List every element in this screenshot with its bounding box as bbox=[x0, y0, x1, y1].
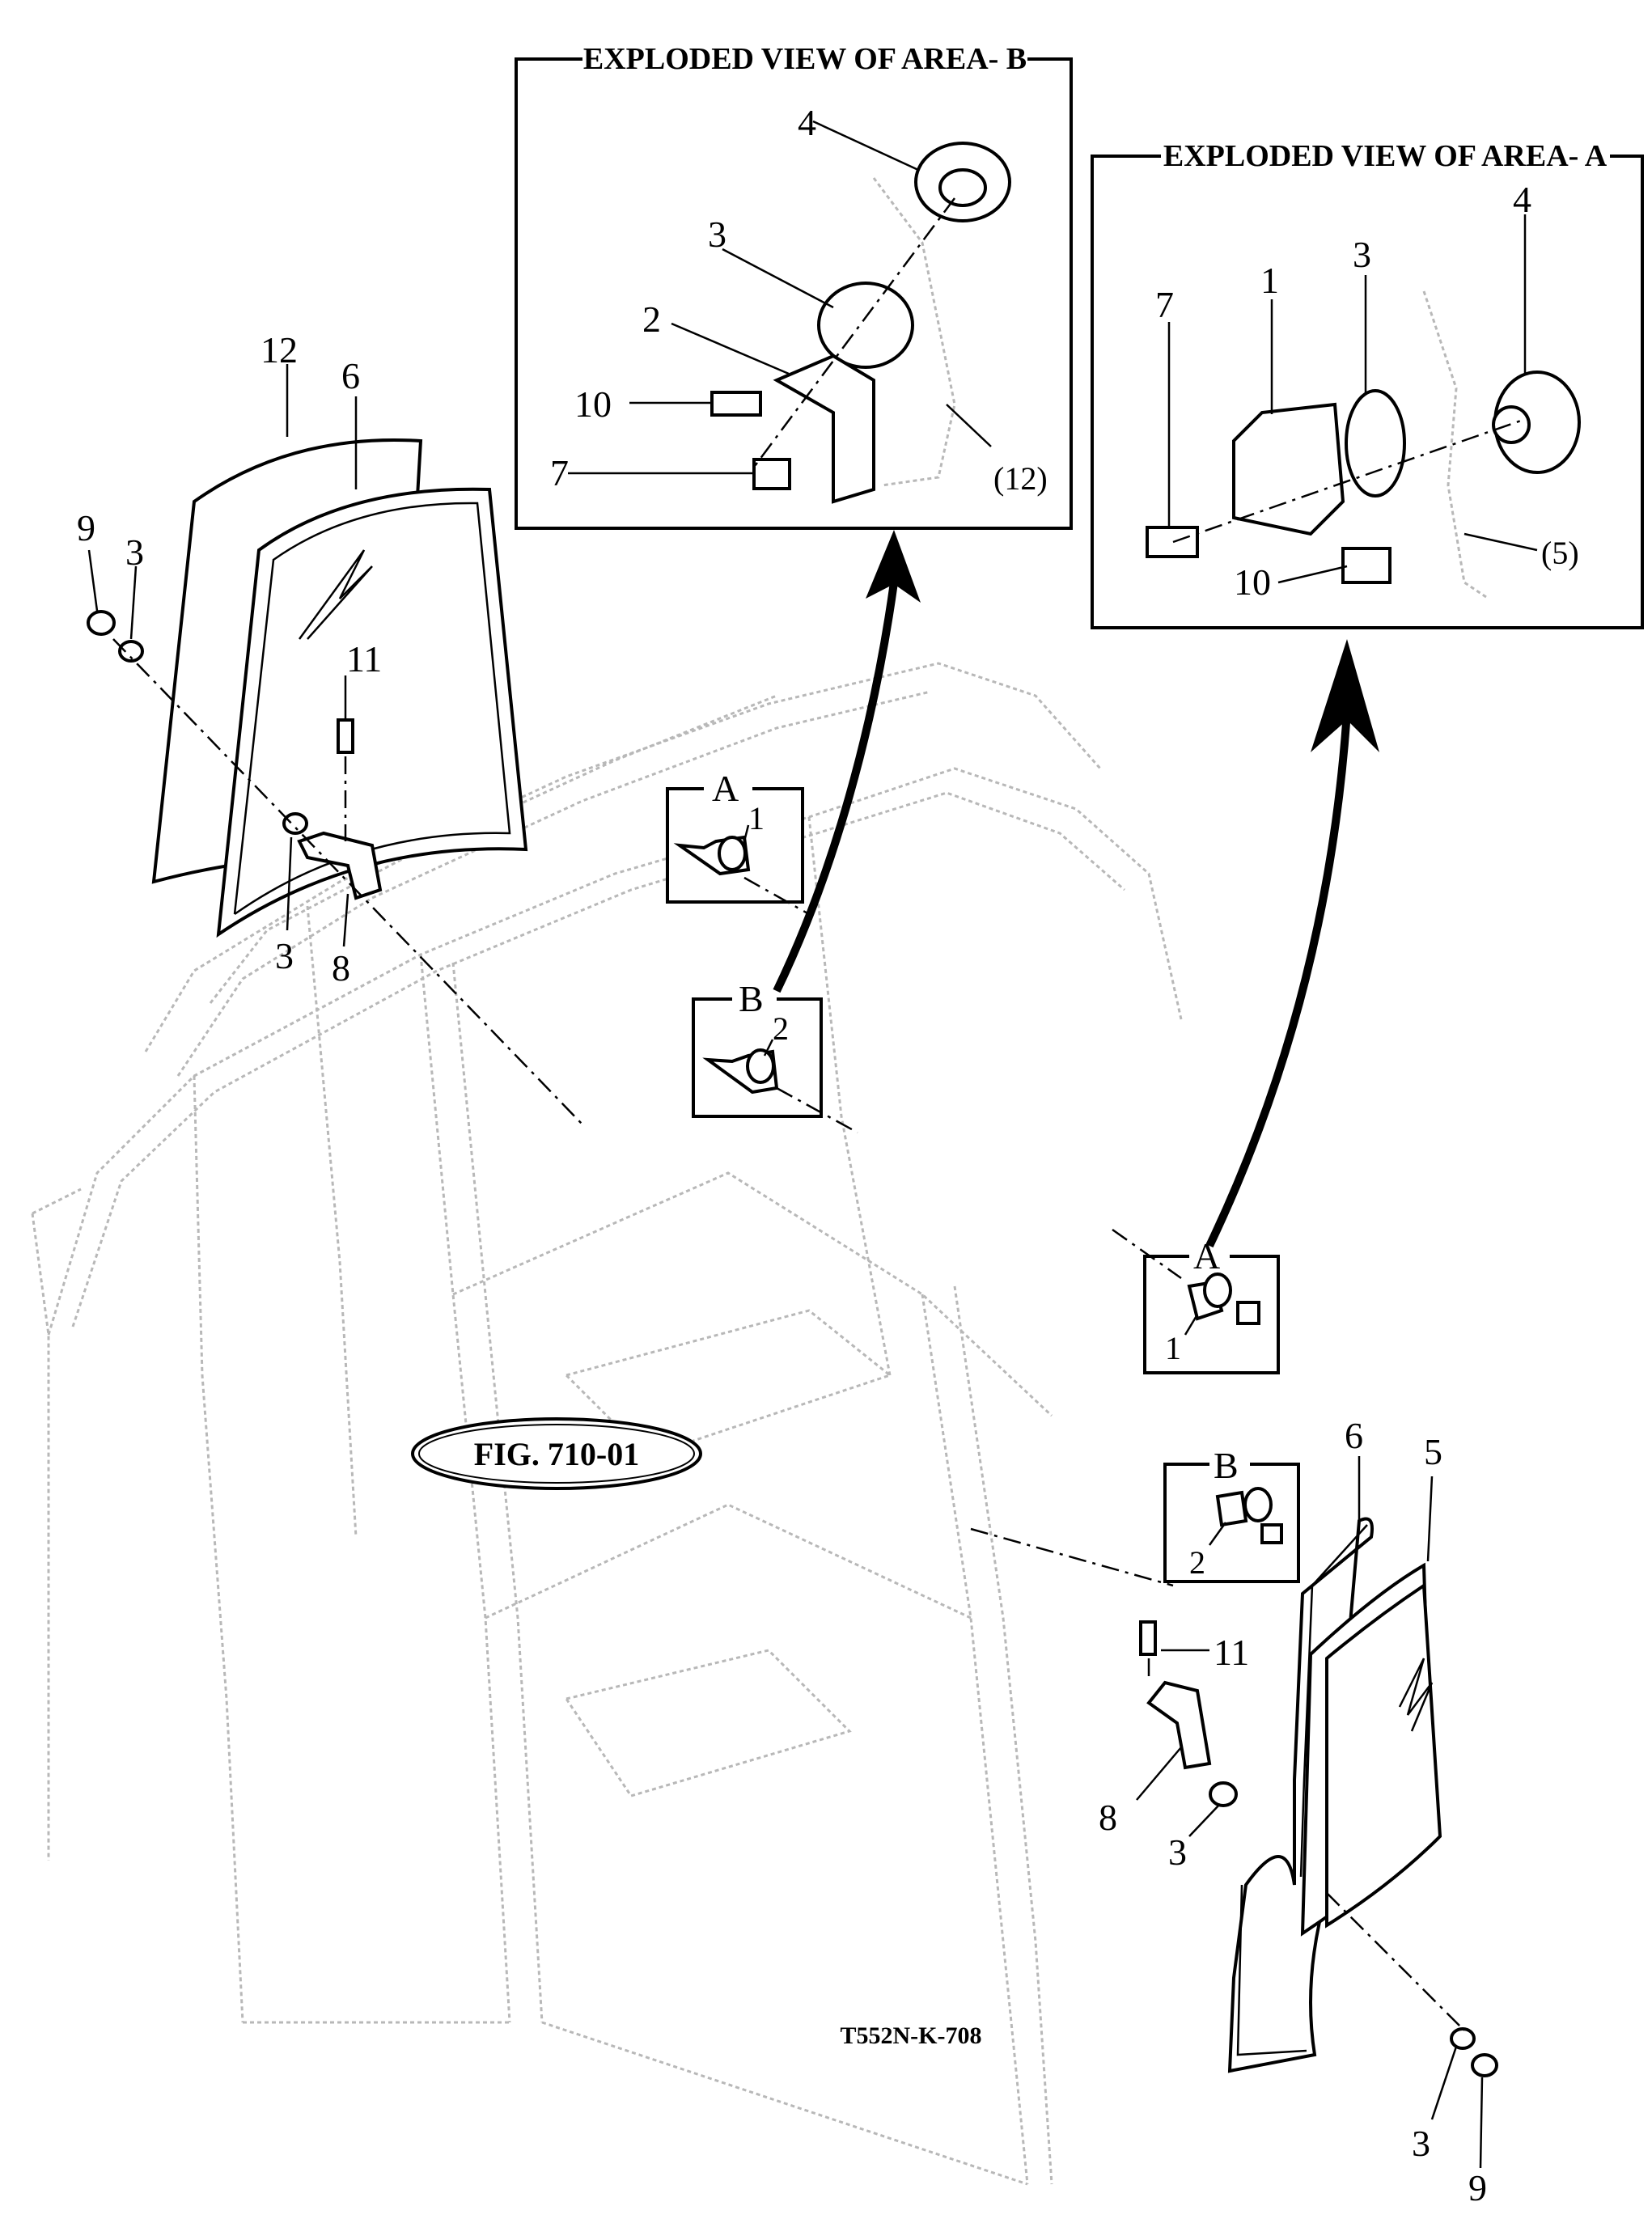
area-a-axis bbox=[1172, 419, 1522, 544]
area-b-frame bbox=[515, 57, 1073, 530]
label-right-8: 8 bbox=[1099, 1797, 1117, 1838]
inset-a-right-label: A bbox=[1193, 1235, 1220, 1277]
bracket-part-2 bbox=[773, 354, 875, 504]
arrow-to-area-a bbox=[1205, 639, 1379, 1248]
label-a-3: 3 bbox=[1353, 234, 1371, 275]
washer-part-3 bbox=[1345, 389, 1406, 498]
label-a-7: 7 bbox=[1155, 284, 1174, 325]
label-right-11: 11 bbox=[1214, 1632, 1249, 1673]
right-nut-part-9 bbox=[1471, 2053, 1498, 2077]
label-left-3-lower: 3 bbox=[275, 935, 294, 976]
label-a-5: (5) bbox=[1541, 535, 1579, 571]
left-mount-axis bbox=[112, 638, 583, 1125]
label-b-2: 2 bbox=[642, 299, 661, 340]
label-right-5: 5 bbox=[1424, 1431, 1442, 1472]
area-b-title-bg bbox=[582, 36, 1027, 82]
inset-b-right-part-2: 2 bbox=[1189, 1544, 1205, 1581]
label-b-7: 7 bbox=[550, 452, 569, 493]
inset-b-label: B bbox=[739, 978, 764, 1019]
bolt-part-10 bbox=[710, 391, 762, 417]
label-left-6: 6 bbox=[341, 355, 360, 396]
arrow-head-a bbox=[1311, 639, 1379, 752]
right-washer-lower-part-3 bbox=[1450, 2027, 1476, 2050]
label-a-4: 4 bbox=[1513, 179, 1531, 220]
label-left-8: 8 bbox=[332, 947, 350, 989]
label-right-3-upper: 3 bbox=[1168, 1831, 1187, 1873]
right-window-assembly: 6 5 11 8 3 3 9 bbox=[1099, 1415, 1498, 2208]
left-washer-lower-part-3 bbox=[282, 812, 308, 835]
label-left-12: 12 bbox=[261, 329, 298, 371]
label-left-9: 9 bbox=[77, 507, 95, 548]
label-a-10: 10 bbox=[1234, 561, 1271, 603]
arrow-head-b bbox=[866, 530, 921, 603]
inset-b-right-label: B bbox=[1214, 1445, 1239, 1486]
bolt-part-7 bbox=[752, 458, 791, 490]
inset-area-a-right: A 1 bbox=[1112, 1228, 1280, 1374]
area-b-axis bbox=[751, 197, 956, 470]
exploded-view-area-b: EXPLODED VIEW OF AREA- B 4 3 2 10 7 (12) bbox=[515, 36, 1073, 530]
label-b-3: 3 bbox=[708, 214, 726, 255]
right-hinge-part-8 bbox=[1146, 1680, 1212, 1770]
label-left-3-upper: 3 bbox=[125, 531, 144, 573]
figure-reference: FIG. 710-01 bbox=[411, 1417, 702, 1490]
bolt-part-10 bbox=[1341, 547, 1391, 584]
inset-a-part-1: 1 bbox=[748, 800, 765, 836]
inset-area-a-left: A 1 bbox=[666, 768, 810, 916]
left-nut-part-9 bbox=[87, 610, 116, 636]
label-b-12: (12) bbox=[993, 460, 1048, 497]
glass-lightning-mark bbox=[298, 549, 373, 640]
area-b-title: EXPLODED VIEW OF AREA- B bbox=[583, 42, 1027, 76]
inset-a-label: A bbox=[712, 768, 739, 809]
inset-b-part-2: 2 bbox=[773, 1010, 789, 1047]
label-right-9: 9 bbox=[1468, 2167, 1487, 2208]
inset-area-b-right: B 2 bbox=[970, 1445, 1300, 1587]
label-a-1: 1 bbox=[1260, 260, 1279, 301]
exploded-view-area-a: EXPLODED VIEW OF AREA- A 7 1 3 4 10 (5) bbox=[1091, 133, 1644, 629]
arrow-to-area-b bbox=[773, 530, 921, 993]
left-washer-upper-part-3 bbox=[118, 640, 144, 663]
label-b-10: 10 bbox=[574, 383, 612, 425]
label-right-3-lower: 3 bbox=[1412, 2123, 1430, 2164]
left-window-assembly: 12 6 9 3 11 3 8 bbox=[77, 329, 583, 1125]
inset-area-b-left: B 2 bbox=[692, 978, 858, 1134]
right-washer-upper-part-3 bbox=[1209, 1781, 1238, 1807]
label-right-6: 6 bbox=[1345, 1415, 1363, 1456]
left-pin-part-11 bbox=[337, 718, 354, 754]
left-hinge-part-8 bbox=[297, 831, 383, 900]
right-pin-part-11 bbox=[1139, 1620, 1157, 1656]
bolt-part-7 bbox=[1146, 526, 1199, 558]
washer-part-3 bbox=[817, 282, 914, 369]
label-b-4: 4 bbox=[798, 102, 816, 143]
drawing-code: T552N-K-708 bbox=[841, 2022, 982, 2049]
label-left-11: 11 bbox=[346, 638, 382, 680]
area-a-title: EXPLODED VIEW OF AREA- A bbox=[1163, 139, 1608, 173]
glass-lightning-mark-right bbox=[1398, 1658, 1434, 1732]
bracket-part-1 bbox=[1232, 402, 1345, 536]
right-mount-axis bbox=[1326, 1892, 1465, 2031]
inset-a-right-part-1: 1 bbox=[1165, 1330, 1181, 1366]
figure-ref-text: FIG. 710-01 bbox=[474, 1436, 639, 1472]
area-a-title-bg bbox=[1161, 133, 1610, 179]
